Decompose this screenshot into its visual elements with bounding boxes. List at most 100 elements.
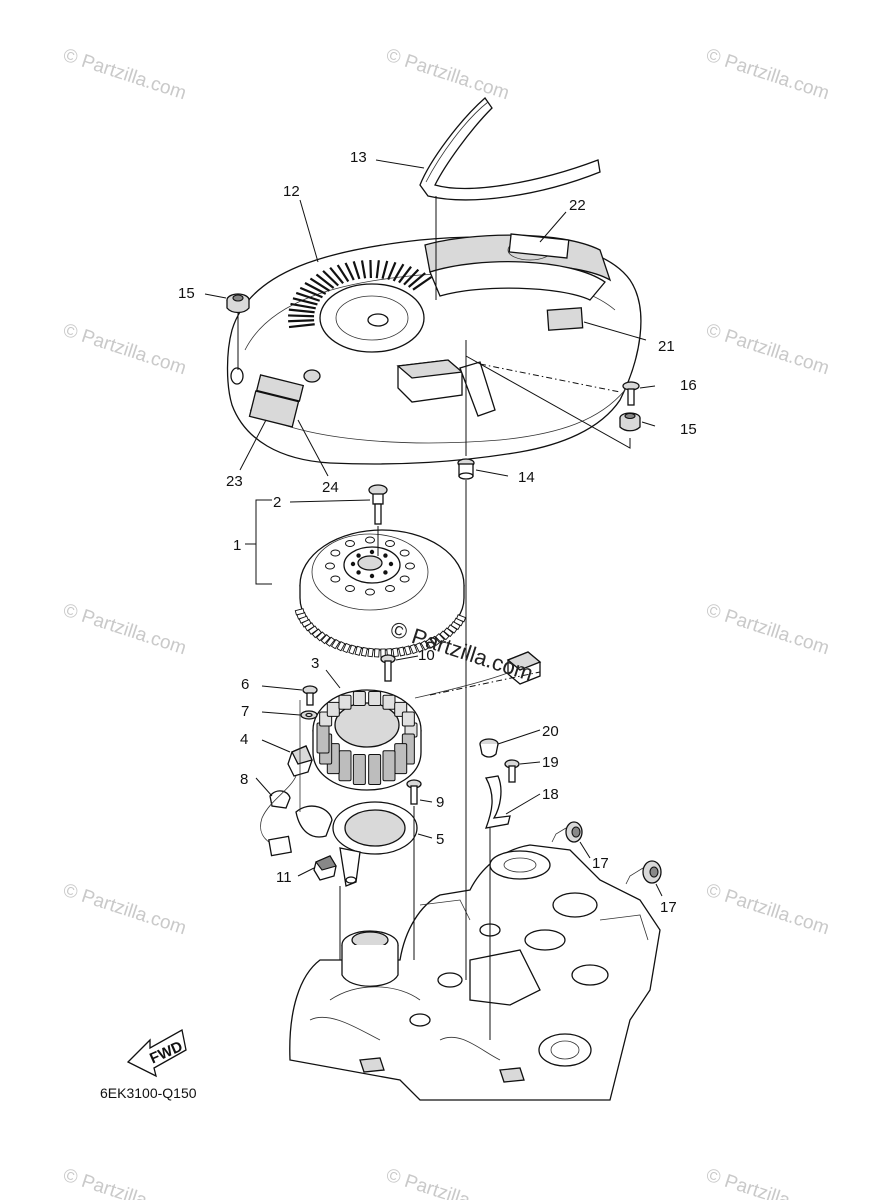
callout-11: 11 <box>276 869 292 886</box>
vent-slot <box>360 260 367 279</box>
watermark-text: © Partzilla.com <box>60 1165 188 1200</box>
stator-pole <box>401 711 415 727</box>
stator-connector[interactable] <box>506 651 542 685</box>
stator-pole <box>382 694 396 710</box>
seal-part-13[interactable] <box>419 97 601 201</box>
collar-part-14[interactable] <box>457 458 475 480</box>
watermark-text: © Partzilla.com <box>703 320 831 380</box>
hub-hole <box>369 549 375 555</box>
bolt-part-16[interactable] <box>622 381 640 406</box>
callout-4: 4 <box>240 731 248 748</box>
cap-part-20[interactable] <box>479 738 499 758</box>
callout-1: 1 <box>233 537 241 554</box>
callout-9: 9 <box>436 794 444 811</box>
wire-connector[interactable] <box>268 835 292 857</box>
gear-tooth <box>398 646 406 657</box>
gear-tooth <box>439 630 450 641</box>
stator-pole <box>382 750 396 782</box>
callout-17-lower: 17 <box>660 899 677 916</box>
vent-slot <box>299 286 323 299</box>
bolt-part-19[interactable] <box>504 759 520 783</box>
bolt-part-6[interactable] <box>302 685 318 706</box>
vent-slot <box>352 261 361 280</box>
stator-pole <box>352 754 366 786</box>
flywheel-holes <box>325 536 415 596</box>
stator-part-3[interactable] <box>312 689 422 791</box>
plug-part-17-upper[interactable] <box>551 821 583 843</box>
flywheel-hole <box>345 585 355 593</box>
callout-16: 16 <box>680 377 697 394</box>
gear-tooth <box>447 624 458 634</box>
bracket-part-18[interactable] <box>484 775 511 829</box>
vent-slot <box>412 276 433 291</box>
vent-slot <box>329 267 344 285</box>
vent-slot <box>407 272 426 288</box>
watermark-text: © Partzilla.com <box>60 45 188 105</box>
engine-block <box>289 844 661 1101</box>
grommet-part-15-left[interactable] <box>226 293 250 314</box>
gear-tooth <box>330 638 341 650</box>
top-cowling-part-12[interactable] <box>226 233 642 465</box>
watermark-text: © Partzilla.com <box>703 600 831 660</box>
watermark-text: © Partzilla.com <box>60 600 188 660</box>
callout-19: 19 <box>542 754 559 771</box>
vent-slot <box>288 314 315 318</box>
callout-17-upper: 17 <box>592 855 609 872</box>
callout-18: 18 <box>542 786 559 803</box>
gear-tooth <box>325 636 336 647</box>
clamp-part-8[interactable] <box>269 790 291 809</box>
stator-pole <box>394 743 408 775</box>
gear-tooth <box>316 631 327 642</box>
vent-slot <box>387 261 397 281</box>
flywheel-part-1[interactable] <box>294 529 467 658</box>
flywheel-hole <box>330 549 341 557</box>
callout-13: 13 <box>350 149 367 166</box>
watermark-text: © Partzilla.com <box>703 45 831 105</box>
hub-hole <box>388 561 394 567</box>
diagram-code: 6EK3100-Q150 <box>100 1085 197 1101</box>
cover-vent-grille <box>288 259 433 329</box>
flywheel-hole <box>385 539 395 547</box>
connector-part-11[interactable] <box>313 855 337 881</box>
gear-tooth <box>354 645 363 656</box>
flywheel-hole <box>385 585 395 593</box>
leader-lines <box>204 159 663 1040</box>
vent-slot <box>392 263 405 282</box>
vent-slot <box>322 270 339 287</box>
gear-tooth <box>348 644 357 655</box>
hub-hole <box>356 553 361 558</box>
washer-part-7[interactable] <box>300 710 318 720</box>
gear-tooth <box>373 648 380 658</box>
watermark-text: © Partzilla.com <box>383 1165 511 1200</box>
vent-slot <box>381 260 389 279</box>
watermark-text: © Partzilla.com <box>60 880 188 940</box>
ring-gear-teeth <box>294 608 467 658</box>
callout-24: 24 <box>322 479 339 496</box>
watermark-text: © Partzilla.com <box>703 880 831 940</box>
flywheel-hole <box>330 575 341 583</box>
watermark-text: © Partzilla.com <box>60 320 188 380</box>
flywheel-bolt-part-2[interactable] <box>368 484 388 525</box>
grommet-part-15-right[interactable] <box>619 412 641 432</box>
stator-pole <box>352 690 366 706</box>
callout-10: 10 <box>418 647 435 664</box>
callout-8: 8 <box>240 771 248 788</box>
gear-tooth <box>435 633 445 644</box>
gear-tooth <box>443 627 454 638</box>
vent-slot <box>292 297 318 306</box>
bolt-part-10[interactable] <box>380 654 396 682</box>
gear-tooth <box>320 634 331 645</box>
fwd-arrow-icon: FWD <box>126 1028 187 1078</box>
plug-part-17-lower[interactable] <box>625 860 662 885</box>
flywheel-hole <box>405 562 415 570</box>
callout-14: 14 <box>518 469 535 486</box>
callout-3: 3 <box>311 655 319 672</box>
gear-tooth <box>420 640 430 651</box>
callout-2: 2 <box>273 494 281 511</box>
gear-tooth <box>342 642 351 654</box>
bolt-part-9[interactable] <box>406 779 422 805</box>
stator-base-part-5[interactable] <box>332 801 418 887</box>
flywheel-hole <box>399 549 410 557</box>
vent-slot <box>288 319 315 323</box>
